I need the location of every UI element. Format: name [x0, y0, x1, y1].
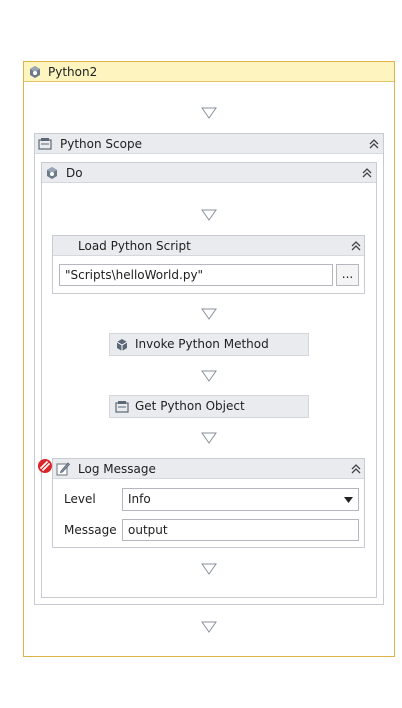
- collapse-chevron-icon[interactable]: [350, 240, 362, 252]
- level-value: Info: [128, 492, 151, 506]
- python2-header[interactable]: Python2: [24, 62, 394, 82]
- drop-arrow-icon[interactable]: [201, 209, 217, 221]
- python2-title: Python2: [48, 65, 98, 79]
- collapse-chevron-icon[interactable]: [361, 167, 373, 179]
- get-python-object-activity[interactable]: Get Python Object: [109, 395, 309, 418]
- drop-arrow-icon[interactable]: [201, 432, 217, 444]
- python-scope-icon: [38, 137, 52, 151]
- sequence-icon: [28, 65, 42, 79]
- invoke-python-method-activity[interactable]: Invoke Python Method: [109, 333, 309, 356]
- drop-arrow-icon[interactable]: [201, 563, 217, 575]
- collapse-chevron-icon[interactable]: [368, 138, 380, 150]
- collapse-chevron-icon[interactable]: [350, 463, 362, 475]
- script-path-input[interactable]: "Scripts\helloWorld.py": [59, 264, 333, 286]
- drop-arrow-icon[interactable]: [201, 308, 217, 320]
- browse-button[interactable]: ...: [336, 264, 359, 286]
- message-label: Message: [64, 523, 117, 537]
- dropdown-arrow-icon[interactable]: [344, 497, 353, 503]
- get-object-icon: [115, 400, 129, 414]
- load-python-script-header[interactable]: Load Python Script: [53, 236, 364, 256]
- python-scope-header[interactable]: Python Scope: [35, 134, 383, 154]
- python-scope-title: Python Scope: [60, 137, 142, 151]
- level-select[interactable]: Info: [122, 488, 359, 511]
- level-label: Level: [64, 492, 96, 506]
- drop-arrow-icon[interactable]: [201, 621, 217, 633]
- do-title: Do: [66, 166, 83, 180]
- sequence-icon: [45, 166, 59, 180]
- log-message-header[interactable]: Log Message: [53, 459, 364, 479]
- get-python-object-title: Get Python Object: [135, 399, 245, 413]
- drop-arrow-icon[interactable]: [201, 370, 217, 382]
- message-input[interactable]: output: [122, 519, 359, 541]
- load-python-script-title: Load Python Script: [78, 239, 191, 253]
- log-edit-icon: [56, 461, 71, 476]
- do-header[interactable]: Do: [42, 163, 376, 183]
- log-message-title: Log Message: [78, 462, 156, 476]
- invoke-python-method-title: Invoke Python Method: [135, 337, 269, 351]
- drop-arrow-icon[interactable]: [201, 107, 217, 119]
- breakpoint-disabled-icon[interactable]: [37, 458, 53, 474]
- invoke-method-icon: [115, 338, 129, 352]
